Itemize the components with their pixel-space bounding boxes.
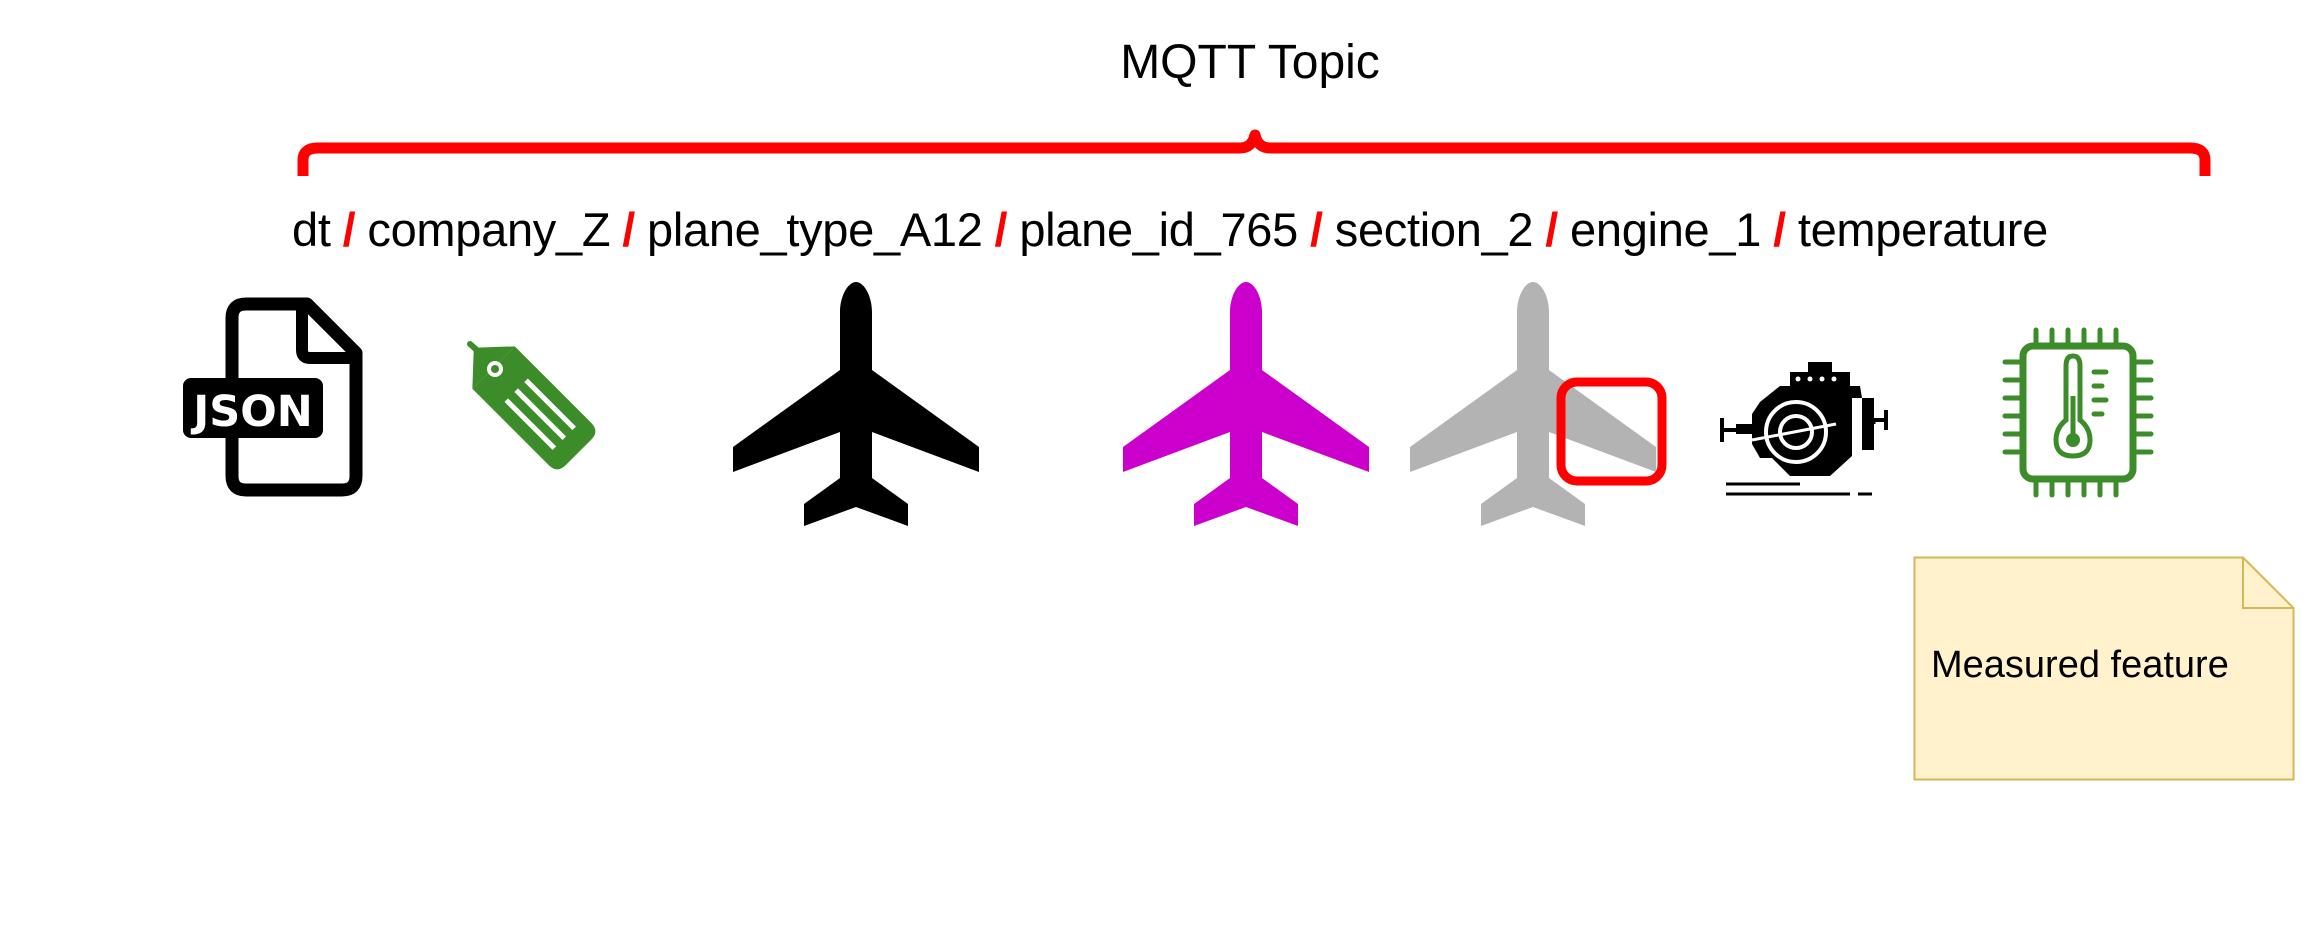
section-highlight-box (1556, 377, 1667, 486)
topic-separator: / (1545, 203, 1559, 256)
topic-segment-dt: dt (292, 203, 331, 256)
topic-segment-company: company_Z (367, 203, 611, 256)
topic-separator: / (1310, 203, 1323, 256)
note-shape (1913, 556, 2295, 781)
topic-separator: / (1773, 203, 1786, 256)
topic-segment-temperature: temperature (1797, 203, 2048, 256)
temperature-chip-icon (2002, 327, 2154, 498)
airplane-icon (1123, 282, 1369, 526)
airplane-section-icon (1410, 282, 1656, 526)
engine-icon (1720, 362, 1888, 496)
topic-segment-plane-id: plane_id_765 (1019, 203, 1298, 256)
topic-segment-plane-type: plane_type_A12 (647, 203, 983, 256)
mqtt-topic-path: dt/company_Z/plane_type_A12/plane_id_765… (292, 200, 2048, 260)
topic-segment-section: section_2 (1334, 203, 1534, 256)
diagram-title: MQTT Topic (1120, 36, 1380, 89)
topic-separator: / (994, 203, 1008, 256)
json-file-icon: JSON (183, 297, 363, 497)
tag-icon (467, 341, 596, 470)
topic-separator: / (342, 203, 356, 256)
note-text: Measured feature (1931, 644, 2229, 686)
airplane-icon (733, 282, 979, 526)
json-icon-label: JSON (190, 387, 313, 437)
topic-segment-engine: engine_1 (1570, 203, 1762, 256)
topic-separator: / (622, 203, 635, 256)
